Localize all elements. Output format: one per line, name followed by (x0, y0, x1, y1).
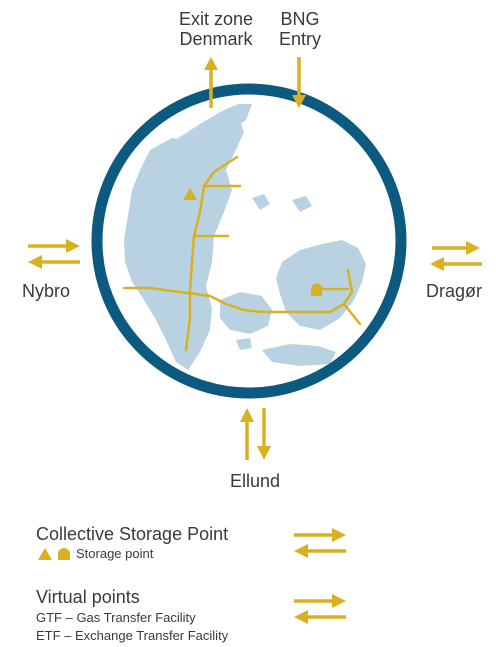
zealand-landmass (276, 240, 366, 330)
dragor-label: Dragør (426, 281, 483, 301)
bidirectional-arrow-icon (430, 241, 482, 271)
denmark-map (124, 104, 366, 370)
pipeline-north (184, 155, 239, 352)
gtf-text: GTF – Gas Transfer Facility (36, 610, 196, 625)
down-arrow-icon (292, 57, 306, 108)
bidirectional-arrow-icon (240, 408, 271, 460)
lolland-landmass (262, 344, 336, 366)
triangle-icon (183, 188, 197, 200)
bng-entry-label: BNG Entry (278, 9, 321, 49)
storage-point-legend: Storage point (38, 546, 153, 561)
triangle-icon (38, 547, 52, 560)
island-landmass (236, 338, 252, 350)
collective-storage-title: Collective Storage Point (36, 524, 229, 544)
network-diagram (28, 57, 482, 460)
dome-icon (311, 283, 322, 296)
pipeline-branch-south (342, 302, 362, 326)
up-arrow-icon (204, 57, 218, 108)
vendsyssel-landmass (175, 104, 252, 150)
etf-text: ETF – Exchange Transfer Facility (36, 628, 229, 643)
ellund-label: Ellund (230, 471, 281, 491)
island-landmass (252, 194, 270, 210)
map-ring (91, 83, 407, 399)
jutland-landmass (124, 118, 244, 370)
funen-landmass (220, 292, 272, 334)
dome-icon (58, 547, 70, 560)
bidirectional-arrow-icon (28, 239, 80, 269)
flow-arrows (28, 57, 482, 460)
exit-zone-label: Exit zone Denmark (178, 9, 254, 49)
nybro-label: Nybro (22, 281, 71, 301)
bidirectional-arrow-icon (294, 528, 346, 558)
virtual-points-title: Virtual points (36, 587, 140, 607)
bidirectional-arrow-icon (294, 594, 346, 624)
island-landmass (292, 196, 312, 212)
storage-point-text: Storage point (76, 546, 154, 561)
